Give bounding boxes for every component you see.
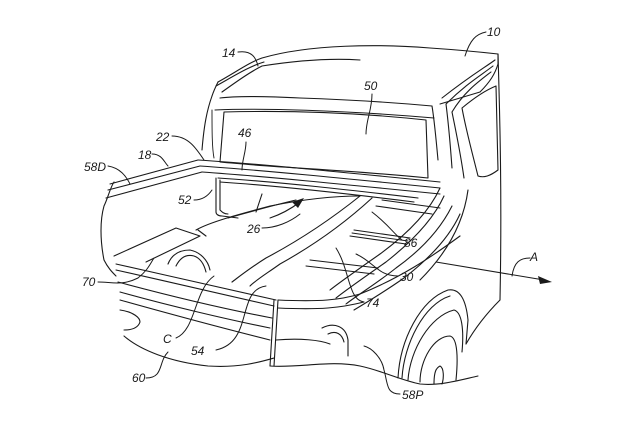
leader-58d	[107, 165, 131, 185]
bed-slats	[305, 199, 441, 275]
leader-74	[335, 247, 365, 303]
curved-arrow-icon	[269, 198, 304, 219]
leader-26	[261, 213, 301, 229]
passenger-side-rail	[329, 187, 469, 311]
leader-14	[237, 51, 259, 67]
side-window	[461, 53, 502, 301]
label-58p: 58P	[402, 388, 423, 402]
wheel-cover	[113, 227, 211, 273]
label-22: 22	[155, 130, 170, 144]
leader-a	[511, 257, 531, 277]
leader-60	[145, 351, 169, 379]
driver-side-rail	[100, 159, 203, 277]
leader-86	[371, 211, 403, 241]
label-26: 26	[246, 222, 261, 236]
bed-panel	[195, 193, 373, 287]
label-60: 60	[132, 371, 146, 385]
rear-wheel	[397, 289, 501, 385]
leader-46	[241, 141, 247, 171]
reference-labels: 10 14 50 46 22 18 58D 52 26 86 30 74 70 …	[82, 25, 538, 402]
leader-58p	[363, 345, 401, 395]
label-10: 10	[487, 25, 501, 39]
label-86: 86	[404, 236, 418, 250]
leader-22	[171, 135, 205, 161]
cab-back	[201, 53, 499, 179]
leader-18	[151, 153, 169, 167]
leader-10	[464, 31, 487, 57]
label-74: 74	[366, 296, 380, 310]
label-14: 14	[222, 46, 236, 60]
leader-50	[365, 93, 373, 135]
label-c: C	[163, 332, 172, 346]
label-70: 70	[82, 275, 96, 289]
label-a: A	[529, 250, 538, 264]
front-wall	[215, 177, 419, 219]
bed-header	[197, 159, 441, 195]
tailgate	[115, 263, 279, 367]
cab-roof	[211, 45, 499, 97]
leader-30	[355, 253, 399, 277]
label-30: 30	[400, 270, 414, 284]
passenger-body	[269, 235, 479, 385]
label-46: 46	[238, 126, 252, 140]
leader-52	[193, 189, 213, 201]
rear-window	[211, 109, 429, 179]
label-58d: 58D	[84, 160, 106, 174]
leader-54	[215, 285, 267, 351]
leader-70	[97, 257, 155, 284]
label-18: 18	[138, 148, 152, 162]
label-54: 54	[191, 344, 205, 358]
direction-arrow-icon	[435, 261, 552, 284]
label-50: 50	[364, 79, 378, 93]
label-52: 52	[178, 193, 192, 207]
leader-c	[175, 275, 215, 339]
leader-lines	[97, 31, 531, 395]
